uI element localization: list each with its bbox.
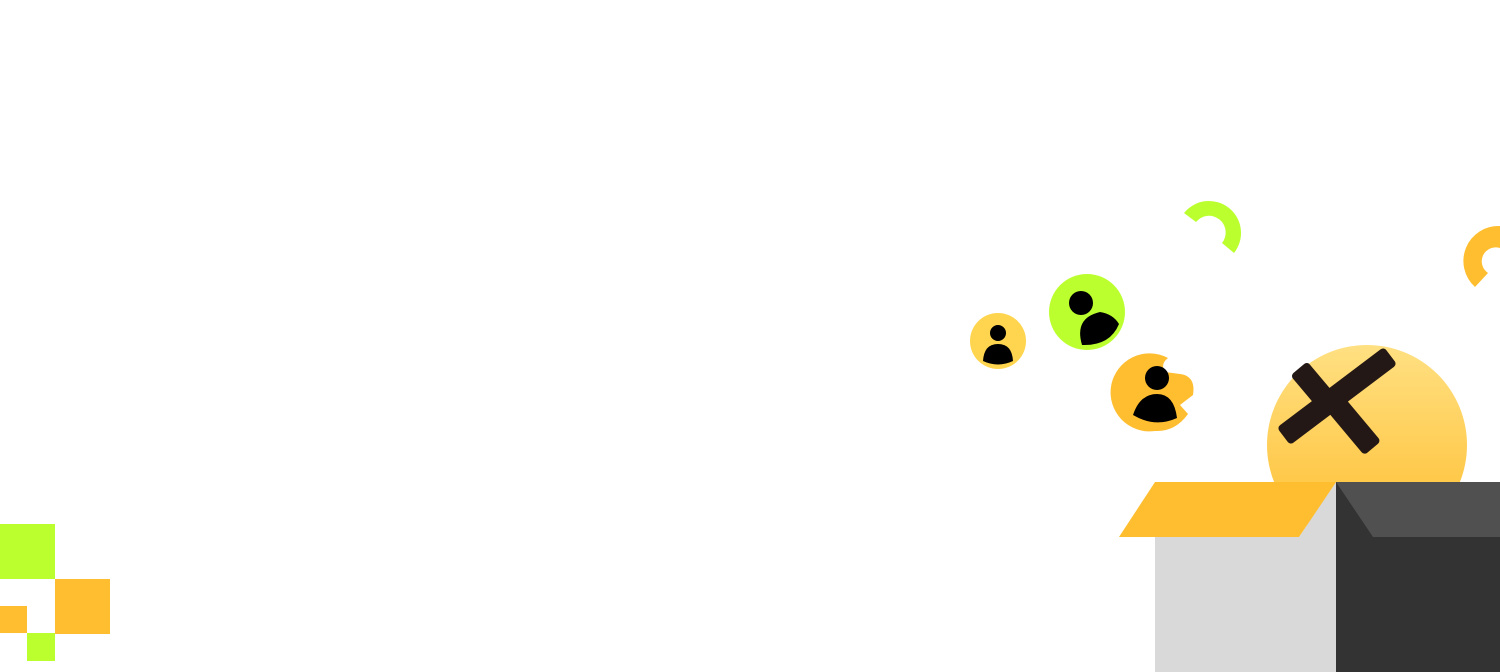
pixel-square-lime bbox=[0, 524, 55, 579]
pixel-square-orange bbox=[55, 579, 110, 634]
arc-decoration-orange bbox=[1463, 225, 1500, 287]
user-avatar-icon bbox=[970, 313, 1026, 369]
empty-box-icon bbox=[1119, 482, 1500, 672]
user-avatar-icon bbox=[1049, 274, 1125, 350]
arc-decoration-lime bbox=[1184, 200, 1242, 253]
user-avatar-icon bbox=[1110, 353, 1194, 432]
pixel-decoration bbox=[0, 524, 110, 661]
pixel-square-lime-small bbox=[27, 633, 55, 661]
pixel-square-orange-small bbox=[0, 606, 27, 633]
